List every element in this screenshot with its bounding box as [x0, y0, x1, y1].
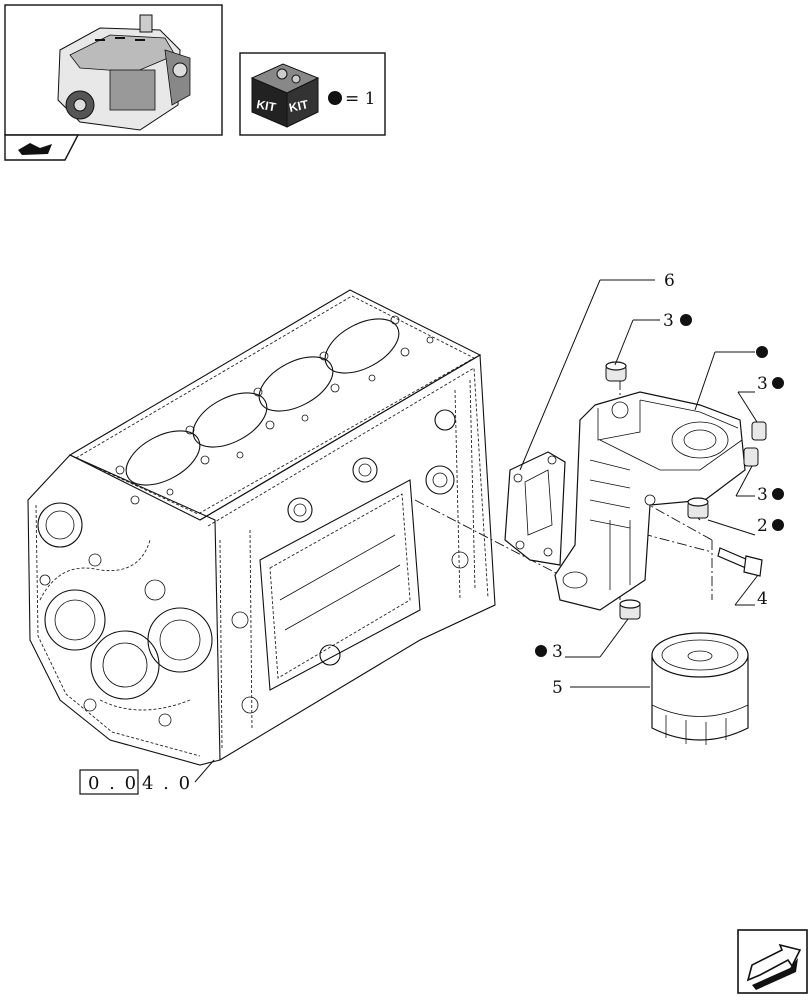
gasket-part[interactable]: [504, 451, 566, 566]
engine-thumbnail[interactable]: [4, 4, 223, 136]
callout-5[interactable]: 5: [552, 678, 563, 698]
kit-dot-marker: [328, 91, 342, 105]
plug-top[interactable]: [605, 361, 627, 382]
reference-code[interactable]: 0 . 0 4 . 0: [79, 769, 192, 795]
callout-4[interactable]: 4: [757, 589, 768, 609]
callout-3-top-dot: [680, 314, 692, 326]
kit-word-left: KIT: [255, 97, 277, 114]
bolt-part[interactable]: [717, 547, 763, 577]
reference-boxed-digits: 0 . 0: [88, 773, 138, 794]
section-tab-icon[interactable]: [4, 134, 80, 161]
plug-2[interactable]: [687, 497, 709, 519]
kit-box-icon: KIT KIT: [250, 63, 320, 128]
next-page-arrow-icon[interactable]: [737, 929, 808, 994]
callout-2[interactable]: 2: [757, 516, 768, 536]
kit-word-right: KIT: [288, 97, 310, 115]
leader-lines: [519, 279, 759, 688]
filter-housing-part[interactable]: [554, 391, 746, 611]
oil-filter-part[interactable]: [651, 632, 749, 745]
callout-3-right-bottom[interactable]: 3: [757, 485, 768, 505]
callout-3-top[interactable]: 3: [663, 311, 674, 331]
callout-3-right-bottom-dot: [772, 488, 784, 500]
callout-3-bottom-dot: [535, 645, 547, 657]
plug-right-upper[interactable]: [751, 421, 767, 441]
plug-right-lower[interactable]: [743, 447, 759, 467]
kit-legend: KIT KIT = 1: [239, 52, 386, 136]
plug-bottom[interactable]: [619, 599, 641, 620]
callout-3-right-top[interactable]: 3: [757, 374, 768, 394]
callout-housing-dot: [756, 346, 768, 358]
engine-block-illustration: [27, 289, 496, 783]
kit-equals-text: = 1: [345, 89, 375, 109]
reference-trailing-digits: 4 . 0: [142, 773, 192, 794]
callout-3-bottom[interactable]: 3: [552, 642, 563, 662]
callouts: 6 3 3 3 2 4 3 5: [535, 271, 784, 698]
callout-6[interactable]: 6: [664, 271, 675, 291]
callout-2-dot: [772, 519, 784, 531]
callout-3-right-top-dot: [772, 377, 784, 389]
